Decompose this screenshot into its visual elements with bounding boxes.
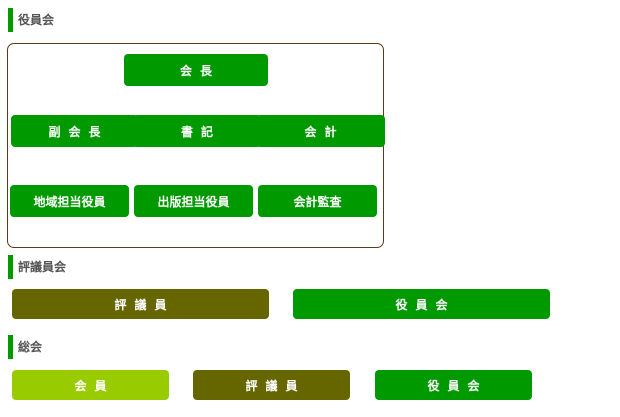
button-yakuinkai-2[interactable]: 役員会 (375, 370, 532, 400)
button-kaikei-kansa[interactable]: 会計監査 (258, 185, 377, 217)
button-hyogiin-2[interactable]: 評議員 (193, 370, 350, 400)
button-kaiin[interactable]: 会員 (12, 370, 169, 400)
button-kaikei[interactable]: 会計 (256, 115, 385, 147)
button-yakuinkai[interactable]: 役員会 (293, 289, 550, 319)
button-fukukaicho[interactable]: 副会長 (11, 115, 138, 147)
button-shoki[interactable]: 書記 (133, 115, 261, 147)
button-hyogiin[interactable]: 評議員 (12, 289, 269, 319)
button-chiiki-tanto[interactable]: 地域担当役員 (10, 185, 129, 217)
heading-yakuinkai: 役員会 (8, 8, 54, 32)
button-kaicho[interactable]: 会長 (124, 54, 268, 86)
button-shuppan-tanto[interactable]: 出版担当役員 (134, 185, 253, 217)
heading-hyogiinkai: 評議員会 (8, 255, 66, 279)
heading-sokai: 総会 (8, 335, 42, 359)
